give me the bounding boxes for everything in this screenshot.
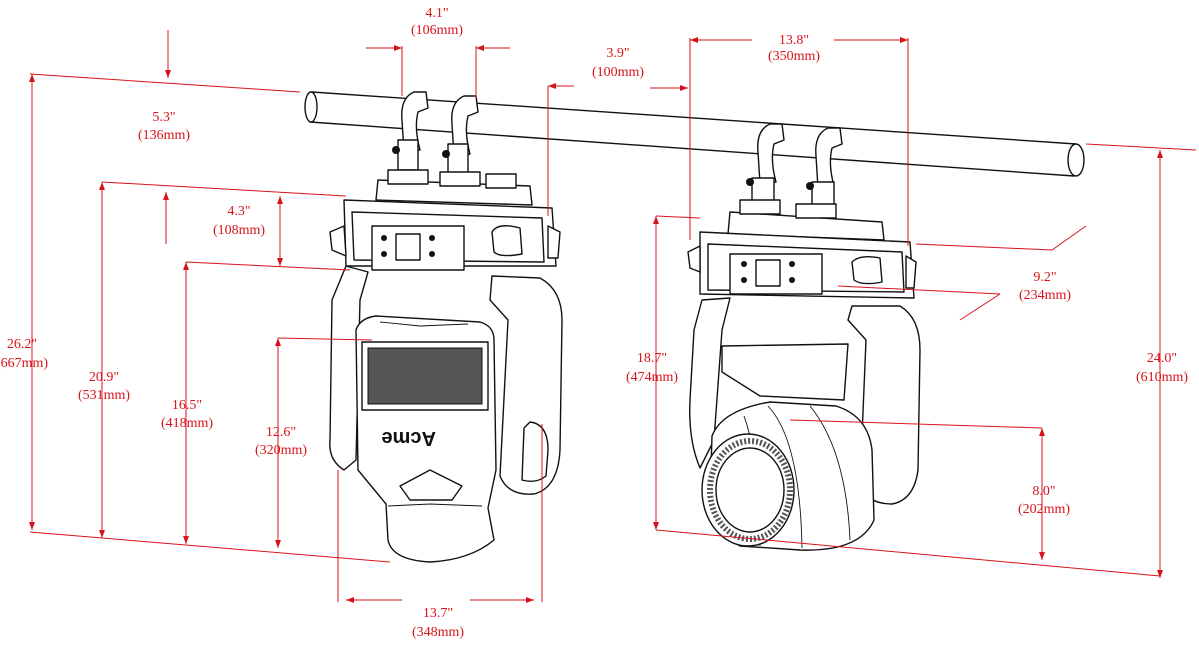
svg-text:(348mm): (348mm) (412, 625, 464, 640)
dim-pipe-to-body: 3.9" (100mm) (592, 46, 644, 80)
svg-text:(667mm): (667mm) (0, 356, 48, 371)
svg-text:(234mm): (234mm) (1019, 288, 1071, 303)
svg-text:(108mm): (108mm) (213, 223, 265, 238)
svg-text:13.8": 13.8" (779, 33, 809, 48)
front-fixture: Acme (329, 91, 563, 563)
svg-text:(474mm): (474mm) (626, 370, 678, 385)
dim-lens-height: 8.0" (202mm) (1018, 484, 1070, 517)
svg-text:13.7": 13.7" (423, 606, 453, 621)
dim-pipe-to-base-top: 5.3" (136mm) (138, 110, 190, 143)
dim-rear-body-height: 18.7" (474mm) (626, 351, 678, 385)
dim-base-depth: 9.2" (234mm) (1019, 270, 1071, 303)
rear-base (687, 231, 917, 299)
truss-pipe (304, 91, 1085, 177)
dim-base-height: 4.3" (108mm) (213, 204, 265, 238)
dim-rear-total-height: 24.0" (610mm) (1136, 351, 1188, 385)
svg-text:(320mm): (320mm) (255, 443, 307, 458)
dim-rear-clamp-spacing: 13.8" (350mm) (768, 33, 820, 64)
front-clamps (392, 91, 479, 175)
svg-text:20.9": 20.9" (89, 370, 119, 385)
svg-text:(100mm): (100mm) (592, 65, 644, 80)
dimension-lines (29, 30, 1197, 603)
svg-text:16.5": 16.5" (172, 398, 202, 413)
dim-yoke-height: 16.5" (418mm) (161, 398, 213, 431)
front-head: Acme (355, 315, 497, 563)
svg-text:(106mm): (106mm) (411, 23, 463, 38)
dimension-labels: 4.1" (106mm) 3.9" (100mm) 13.8" (350mm) … (0, 6, 1188, 640)
svg-text:(350mm): (350mm) (768, 49, 820, 64)
fixture-logo: Acme (382, 427, 436, 449)
svg-text:(610mm): (610mm) (1136, 370, 1188, 385)
svg-text:(202mm): (202mm) (1018, 502, 1070, 517)
svg-text:18.7": 18.7" (637, 351, 667, 366)
dim-clamp-spacing: 4.1" (106mm) (411, 6, 463, 38)
rear-clamps (746, 123, 843, 209)
dim-front-width: 13.7" (348mm) (412, 606, 464, 640)
svg-text:9.2": 9.2" (1033, 270, 1056, 285)
dim-head-height: 12.6" (320mm) (255, 425, 307, 458)
svg-text:(531mm): (531mm) (78, 388, 130, 403)
rear-fixture (687, 123, 921, 551)
rear-yoke (689, 297, 921, 505)
front-yoke (329, 265, 563, 495)
svg-text:4.3": 4.3" (227, 204, 250, 219)
svg-text:26.2": 26.2" (7, 337, 37, 352)
svg-text:(136mm): (136mm) (138, 128, 190, 143)
rear-head (701, 401, 875, 551)
svg-text:24.0": 24.0" (1147, 351, 1177, 366)
dim-base-to-bottom: 20.9" (531mm) (78, 370, 130, 403)
svg-text:4.1": 4.1" (425, 6, 448, 21)
svg-text:3.9": 3.9" (606, 46, 629, 61)
svg-text:8.0": 8.0" (1032, 484, 1055, 499)
svg-text:5.3": 5.3" (152, 110, 175, 125)
dim-total-height: 26.2" (667mm) (0, 337, 48, 371)
svg-text:(418mm): (418mm) (161, 416, 213, 431)
front-base (329, 199, 561, 271)
svg-text:12.6": 12.6" (266, 425, 296, 440)
